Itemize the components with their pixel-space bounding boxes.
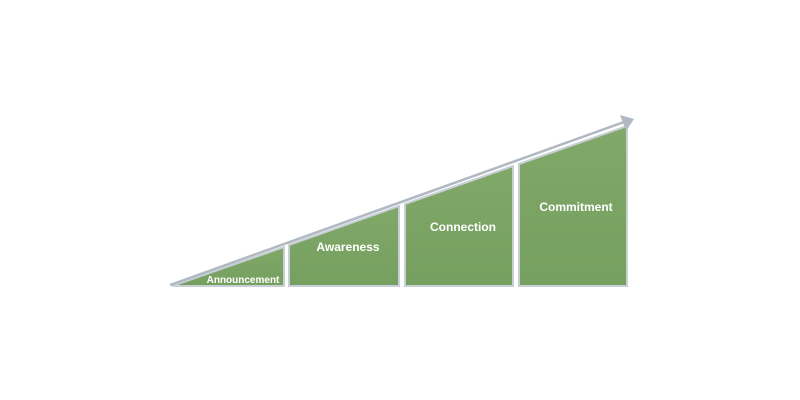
stage-commitment-block [518, 124, 628, 287]
growth-arrow-line [169, 120, 625, 287]
stage-announcement-block [171, 245, 285, 287]
stage-label-connection: Connection [430, 220, 496, 234]
arrow-head-icon [620, 115, 634, 131]
stage-label-commitment: Commitment [539, 200, 612, 214]
stage-label-announcement: Announcement [207, 275, 280, 286]
stage-connection-block [404, 164, 514, 287]
stage-awareness-block [288, 204, 400, 287]
stage-label-awareness: Awareness [316, 240, 379, 254]
